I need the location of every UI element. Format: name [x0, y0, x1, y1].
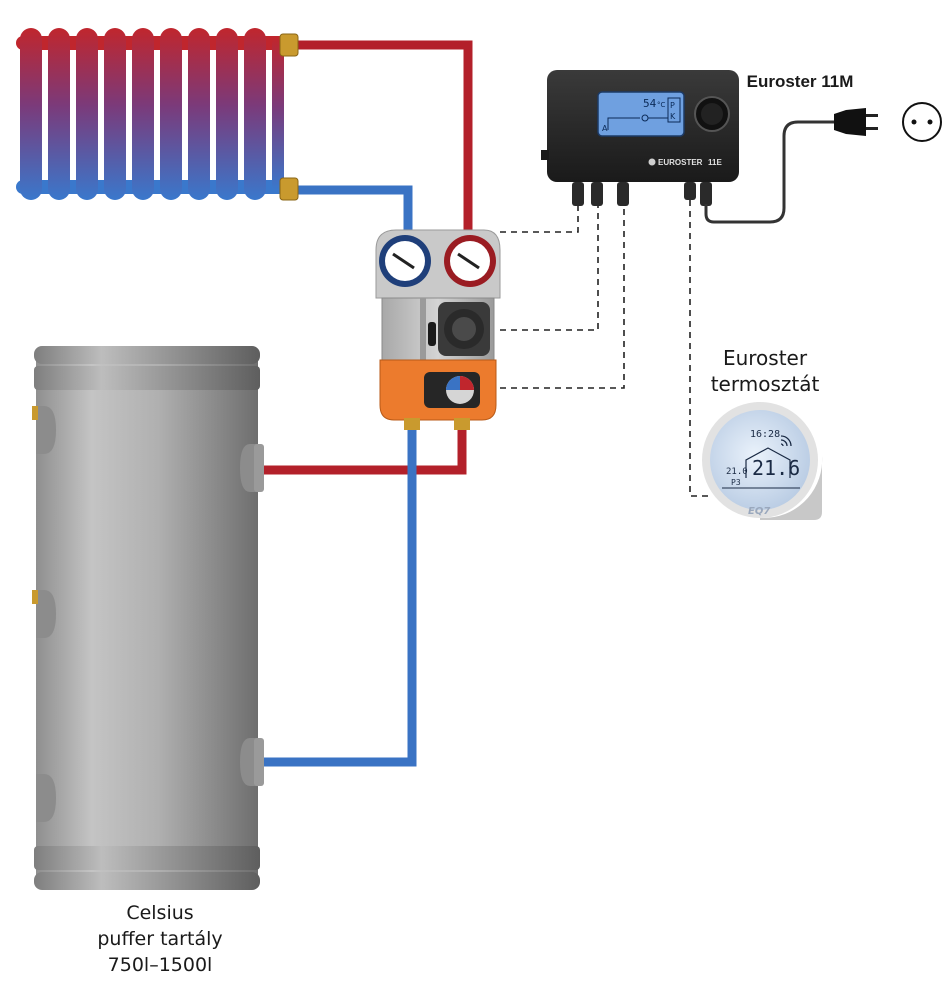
- wire-supply-sensor: [500, 205, 579, 233]
- controller-display-k: K: [670, 112, 676, 121]
- tank-label-line3: 750l–1500l: [107, 954, 213, 976]
- controller-display-unit: °C: [657, 101, 666, 109]
- controller-display-temp: 54: [643, 97, 657, 110]
- controller-brand: EUROSTER: [658, 158, 703, 167]
- wire-pump: [500, 205, 599, 331]
- thermostat-label-line1: Euroster: [722, 346, 808, 370]
- thermostat-set-temp: 21.0: [726, 467, 748, 477]
- tank-cold-pipe: [258, 422, 417, 767]
- tank-label-line2: puffer tartály: [97, 928, 223, 950]
- thermostat-time: 16:28: [750, 429, 780, 440]
- controller-display-a: A: [602, 124, 608, 133]
- wire-thermostat: [689, 200, 712, 497]
- thermostat-icon: 16:28 21.6 21.0 P3 EQ7: [702, 402, 823, 520]
- power-plug-icon: [834, 108, 878, 136]
- controller-display-p: P: [670, 101, 675, 110]
- buffer-tank-icon: [32, 346, 264, 890]
- thermostat-program: P3: [731, 478, 741, 487]
- wire-mixer: [500, 205, 625, 389]
- hot-supply-pipe: [292, 40, 473, 242]
- control-wires: [500, 200, 712, 497]
- controller-icon: 54 °C P K A EUROSTER 11E: [541, 70, 739, 206]
- pump-group-icon: [375, 229, 501, 430]
- radiator-icon: [16, 28, 299, 201]
- controller-label: Euroster 11M: [746, 72, 854, 91]
- socket-icon: [902, 102, 942, 142]
- cold-return-pipe: [292, 185, 413, 242]
- tank-hot-pipe: [258, 422, 467, 475]
- power-cable: [704, 120, 836, 224]
- controller-model: 11E: [708, 158, 722, 167]
- thermostat-main-temp: 21.6: [752, 456, 800, 480]
- controller-lcd: [597, 91, 685, 137]
- thermostat-model: EQ7: [748, 506, 770, 517]
- tank-label-line1: Celsius: [126, 902, 194, 924]
- pipes: [258, 40, 473, 767]
- tank-label: Celsius puffer tartály 750l–1500l: [40, 900, 280, 978]
- thermostat-label-line2: termosztát: [710, 372, 820, 396]
- thermostat-label: Euroster termosztát: [680, 345, 850, 397]
